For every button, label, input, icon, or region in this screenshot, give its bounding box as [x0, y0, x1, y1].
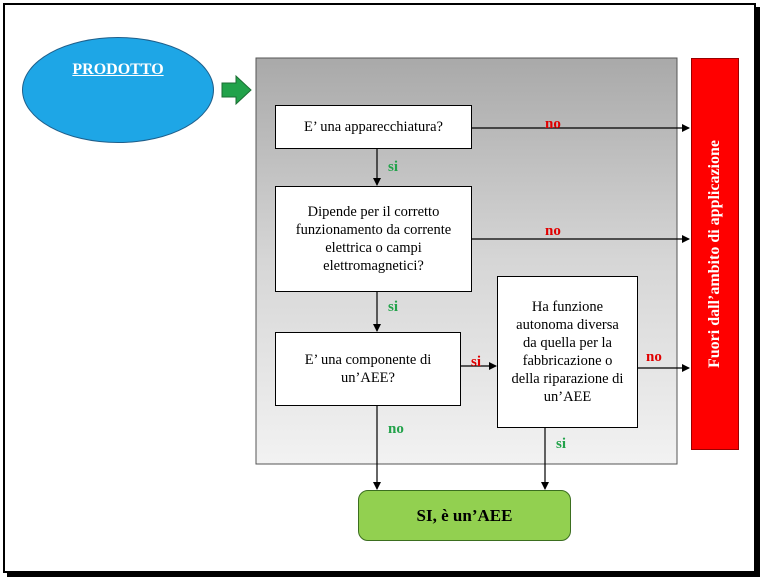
result-label: SI, è un’AEE [416, 505, 513, 525]
green-arrow-icon [221, 74, 252, 106]
start-label: PRODOTTO [72, 61, 164, 78]
start-node: PRODOTTO [22, 37, 214, 143]
question-box-3: E’ una componente di un’AEE? [275, 332, 461, 406]
edge-label-q1-si: si [388, 159, 399, 175]
question-box-2: Dipende per il corretto funzionamento da… [275, 186, 472, 292]
result-node: SI, è un’AEE [358, 490, 571, 541]
edge-label-q4-no: no [646, 349, 662, 365]
edge-label-q4-si: si [556, 436, 567, 452]
out-of-scope-node: Fuori dall’ambito di applicazione [691, 58, 739, 450]
edge-label-q1-no: no [545, 116, 561, 132]
edge-label-q3-si: si [471, 354, 482, 370]
edge-label-q2-no: no [545, 223, 561, 239]
question-box-4: Ha funzione autonoma diversa da quella p… [497, 276, 638, 428]
edge-label-q2-si: si [388, 299, 399, 315]
edge-label-q3-no: no [388, 421, 404, 437]
out-of-scope-label: Fuori dall’ambito di applicazione [706, 139, 723, 369]
question-box-1: E’ una apparecchiatura? [275, 105, 472, 149]
